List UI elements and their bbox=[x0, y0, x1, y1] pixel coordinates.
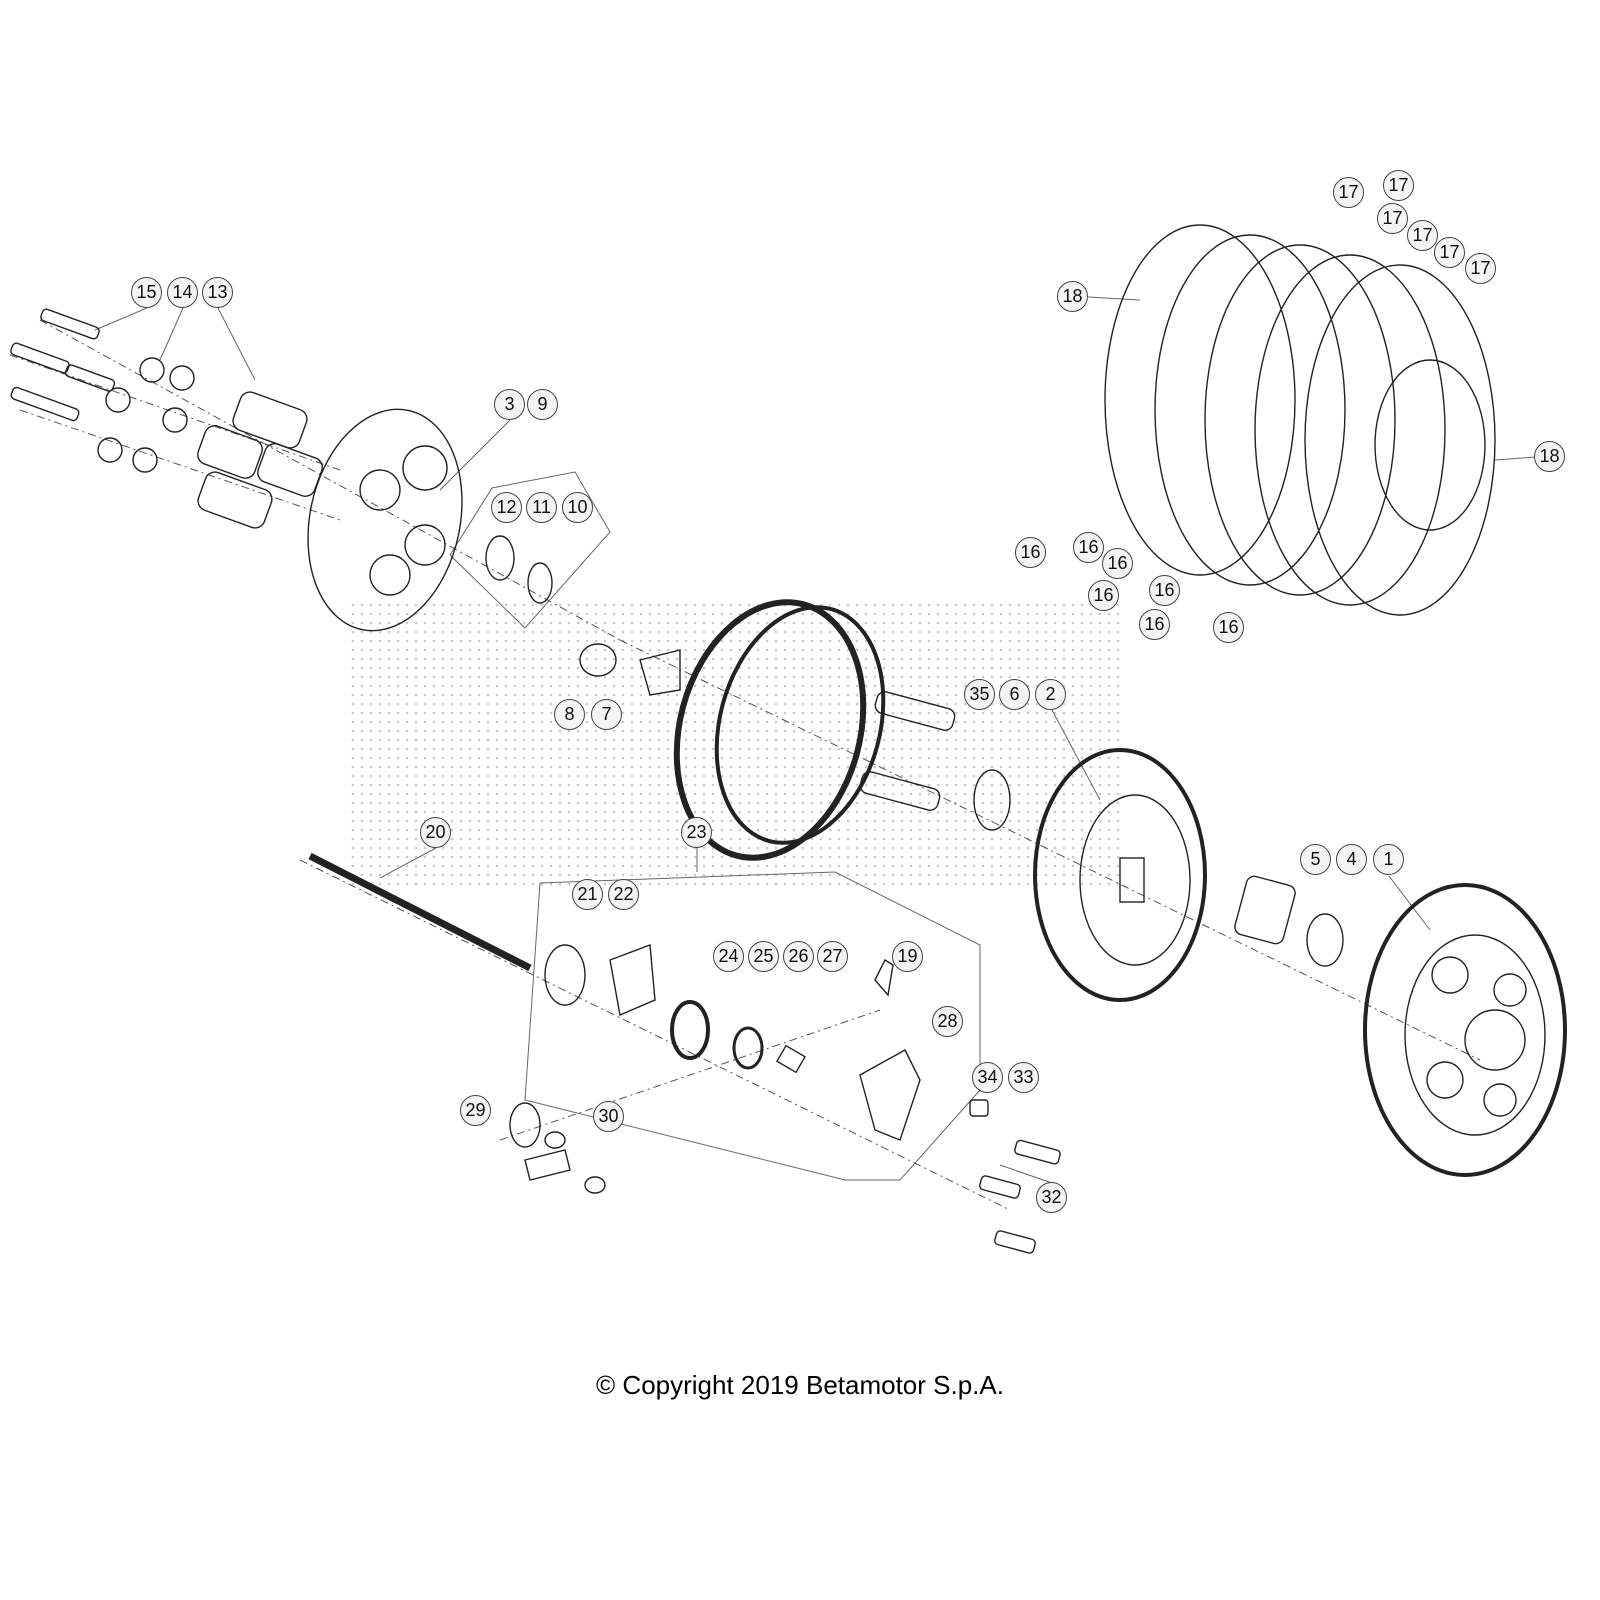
callout-part-5[interactable]: 5 bbox=[1300, 844, 1331, 875]
callout-part-11[interactable]: 11 bbox=[526, 492, 557, 523]
callout-part-9[interactable]: 9 bbox=[527, 389, 558, 420]
callout-part-35[interactable]: 35 bbox=[964, 679, 995, 710]
callout-part-29[interactable]: 29 bbox=[460, 1095, 491, 1126]
callout-part-16[interactable]: 16 bbox=[1149, 575, 1180, 606]
callout-part-12[interactable]: 12 bbox=[491, 492, 522, 523]
callout-part-2[interactable]: 2 bbox=[1035, 679, 1066, 710]
callout-part-15[interactable]: 15 bbox=[131, 277, 162, 308]
inner-hub bbox=[1033, 748, 1344, 1002]
callout-part-30[interactable]: 30 bbox=[593, 1101, 624, 1132]
callout-part-16[interactable]: 16 bbox=[1073, 532, 1104, 563]
callout-part-17[interactable]: 17 bbox=[1407, 220, 1438, 251]
callout-part-20[interactable]: 20 bbox=[420, 817, 451, 848]
callout-part-16[interactable]: 16 bbox=[1088, 580, 1119, 611]
callout-part-14[interactable]: 14 bbox=[167, 277, 198, 308]
watermark bbox=[345, 600, 1125, 890]
callout-part-10[interactable]: 10 bbox=[562, 492, 593, 523]
callout-part-3[interactable]: 3 bbox=[494, 389, 525, 420]
callout-part-17[interactable]: 17 bbox=[1383, 170, 1414, 201]
callout-part-16[interactable]: 16 bbox=[1102, 548, 1133, 579]
bolts-springs bbox=[10, 308, 323, 529]
callout-part-17[interactable]: 17 bbox=[1465, 253, 1496, 284]
callout-part-34[interactable]: 34 bbox=[972, 1062, 1003, 1093]
callout-part-17[interactable]: 17 bbox=[1333, 177, 1364, 208]
callout-part-25[interactable]: 25 bbox=[748, 941, 779, 972]
axis-lines bbox=[9, 319, 1481, 1211]
callout-part-1[interactable]: 1 bbox=[1373, 844, 1404, 875]
clutch-plates-stack bbox=[1104, 224, 1496, 616]
callout-part-21[interactable]: 21 bbox=[572, 879, 603, 910]
callout-part-16[interactable]: 16 bbox=[1015, 537, 1046, 568]
primary-gear bbox=[1363, 883, 1567, 1177]
callout-part-19[interactable]: 19 bbox=[892, 941, 923, 972]
callout-part-17[interactable]: 17 bbox=[1377, 203, 1408, 234]
pressure-plate bbox=[307, 408, 681, 696]
callout-part-17[interactable]: 17 bbox=[1434, 237, 1465, 268]
callout-part-7[interactable]: 7 bbox=[591, 699, 622, 730]
callout-part-8[interactable]: 8 bbox=[554, 699, 585, 730]
clutch-pack bbox=[673, 599, 1011, 861]
callout-part-27[interactable]: 27 bbox=[817, 941, 848, 972]
callout-part-16[interactable]: 16 bbox=[1139, 609, 1170, 640]
callout-part-4[interactable]: 4 bbox=[1336, 844, 1367, 875]
callout-part-33[interactable]: 33 bbox=[1008, 1062, 1039, 1093]
callout-part-24[interactable]: 24 bbox=[713, 941, 744, 972]
callout-part-28[interactable]: 28 bbox=[932, 1006, 963, 1037]
callout-part-32[interactable]: 32 bbox=[1036, 1182, 1067, 1213]
copyright-text: © Copyright 2019 Betamotor S.p.A. bbox=[596, 1370, 1004, 1400]
callout-part-23[interactable]: 23 bbox=[681, 817, 712, 848]
callout-part-22[interactable]: 22 bbox=[608, 879, 639, 910]
callout-part-18[interactable]: 18 bbox=[1534, 441, 1565, 472]
callout-part-26[interactable]: 26 bbox=[783, 941, 814, 972]
actuator-parts bbox=[308, 852, 1061, 1254]
callout-part-16[interactable]: 16 bbox=[1213, 612, 1244, 643]
group-brackets bbox=[94, 296, 1537, 1184]
callout-part-13[interactable]: 13 bbox=[202, 277, 233, 308]
callout-part-18[interactable]: 18 bbox=[1057, 281, 1088, 312]
callout-part-6[interactable]: 6 bbox=[999, 679, 1030, 710]
